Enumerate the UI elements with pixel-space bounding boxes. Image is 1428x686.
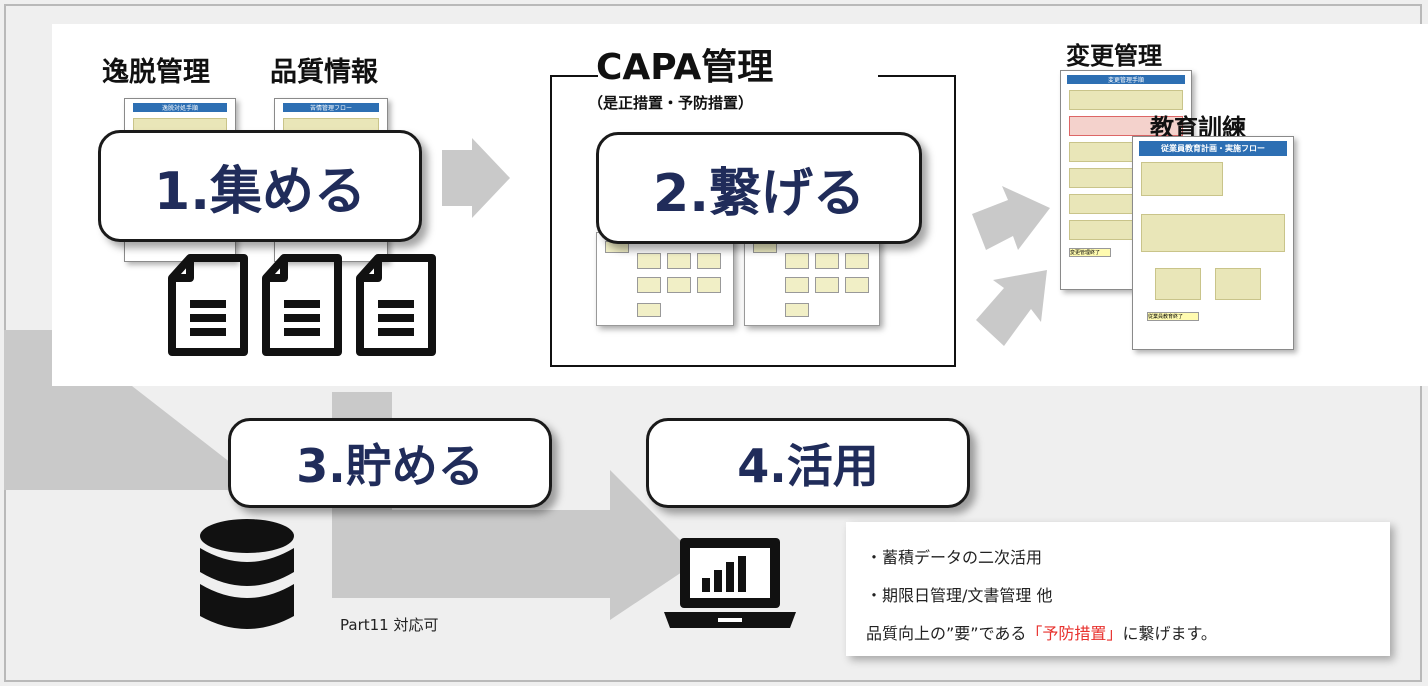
doc-row — [1069, 90, 1183, 110]
benefits-box: ・蓄積データの二次活用 ・期限日管理/文書管理 他 品質向上の”要”である「予防… — [846, 522, 1390, 656]
step-collect-box: 1.集める — [98, 130, 422, 242]
benefit-line-3-post: に繋げます。 — [1122, 624, 1217, 643]
document-icon — [262, 254, 342, 356]
document-icon — [168, 254, 248, 356]
doc-row-pair — [1155, 268, 1283, 300]
benefit-line-3: 品質向上の”要”である「予防措置」に繋げます。 — [866, 620, 1217, 644]
database-icon — [200, 519, 294, 629]
preventive-action-highlight: 「予防措置」 — [1026, 624, 1123, 643]
change-doc-title: 変更管理手順 — [1067, 75, 1185, 84]
doc-row — [1141, 214, 1285, 252]
store-to-use-arrow — [332, 392, 700, 620]
capa-flow-thumbnail-right — [744, 232, 880, 326]
document-icons — [168, 254, 436, 356]
education-doc-title: 従業員教育計画・実施フロー — [1139, 141, 1287, 156]
laptop-chart-icon — [664, 538, 796, 628]
benefit-line-1: ・蓄積データの二次活用 — [866, 548, 1043, 567]
complaint-doc-title: 苦情管理フロー — [283, 103, 379, 112]
collect-arrow-on-panel — [442, 138, 510, 218]
deviation-label: 逸脱管理 — [102, 57, 210, 88]
education-arrow-on-panel — [976, 270, 1047, 346]
education-doc-end: 従業員教育終了 — [1147, 312, 1199, 321]
capa-flow-thumbnail-left — [596, 232, 734, 326]
document-icon — [356, 254, 436, 356]
part11-note: Part11 対応可 — [340, 616, 439, 634]
benefit-line-3-pre: 品質向上の”要”である — [866, 624, 1027, 643]
benefit-line-2: ・期限日管理/文書管理 他 — [866, 586, 1053, 605]
step-connect-box: 2.繋げる — [596, 132, 922, 244]
capa-title: CAPA管理 — [596, 47, 774, 88]
step-use-box: 4.活用 — [646, 418, 970, 508]
step-store-box: 3.貯める — [228, 418, 552, 508]
capa-subtitle: （是正措置・予防措置） — [588, 94, 754, 112]
quality-info-label: 品質情報 — [270, 57, 378, 88]
change-arrow-on-panel — [972, 186, 1050, 250]
change-label: 変更管理 — [1066, 42, 1162, 70]
doc-row — [1141, 162, 1223, 196]
deviation-doc-title: 逸脱対処手順 — [133, 103, 227, 112]
capa-bracket — [550, 75, 956, 367]
education-flow-thumbnail: 従業員教育計画・実施フロー 従業員教育終了 — [1132, 136, 1294, 350]
change-doc-end: 変更管理終了 — [1069, 248, 1111, 257]
doc-row — [1069, 116, 1183, 136]
